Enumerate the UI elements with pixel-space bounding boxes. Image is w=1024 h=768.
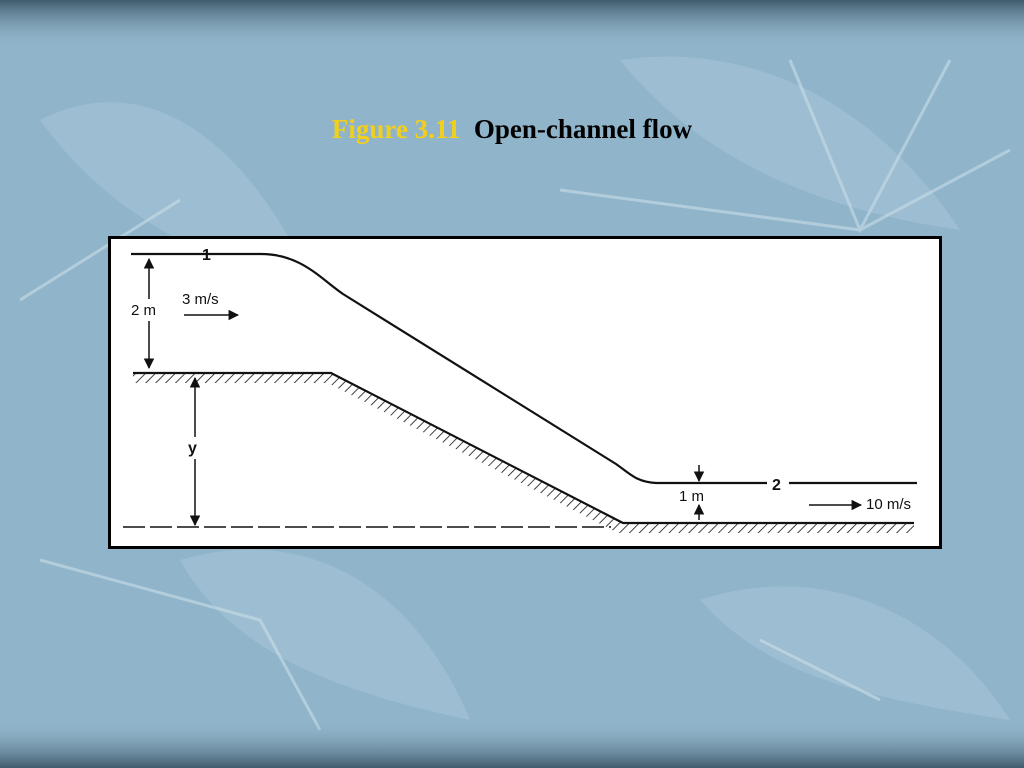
channel-bed-hatching bbox=[133, 373, 914, 533]
slide-title: Figure 3.11 Open-channel flow bbox=[0, 114, 1024, 145]
channel-bed bbox=[133, 371, 914, 525]
open-channel-diagram: 1 2 m 3 m/s y 1 m 2 10 m/s bbox=[123, 247, 917, 533]
section-2-label: 2 bbox=[772, 477, 781, 494]
water-surface bbox=[131, 252, 917, 485]
depth-1-label: 2 m bbox=[131, 302, 156, 319]
diagram-frame: 1 2 m 3 m/s y 1 m 2 10 m/s bbox=[108, 236, 942, 549]
figure-number: Figure 3.11 bbox=[331, 114, 461, 144]
velocity-2-label: 10 m/s bbox=[866, 496, 911, 513]
velocity-1-label: 3 m/s bbox=[182, 291, 219, 308]
depth-2-label: 1 m bbox=[679, 488, 704, 505]
figure-caption: Open-channel flow bbox=[473, 114, 693, 144]
height-y-label: y bbox=[188, 440, 197, 457]
section-1-label: 1 bbox=[202, 247, 211, 264]
